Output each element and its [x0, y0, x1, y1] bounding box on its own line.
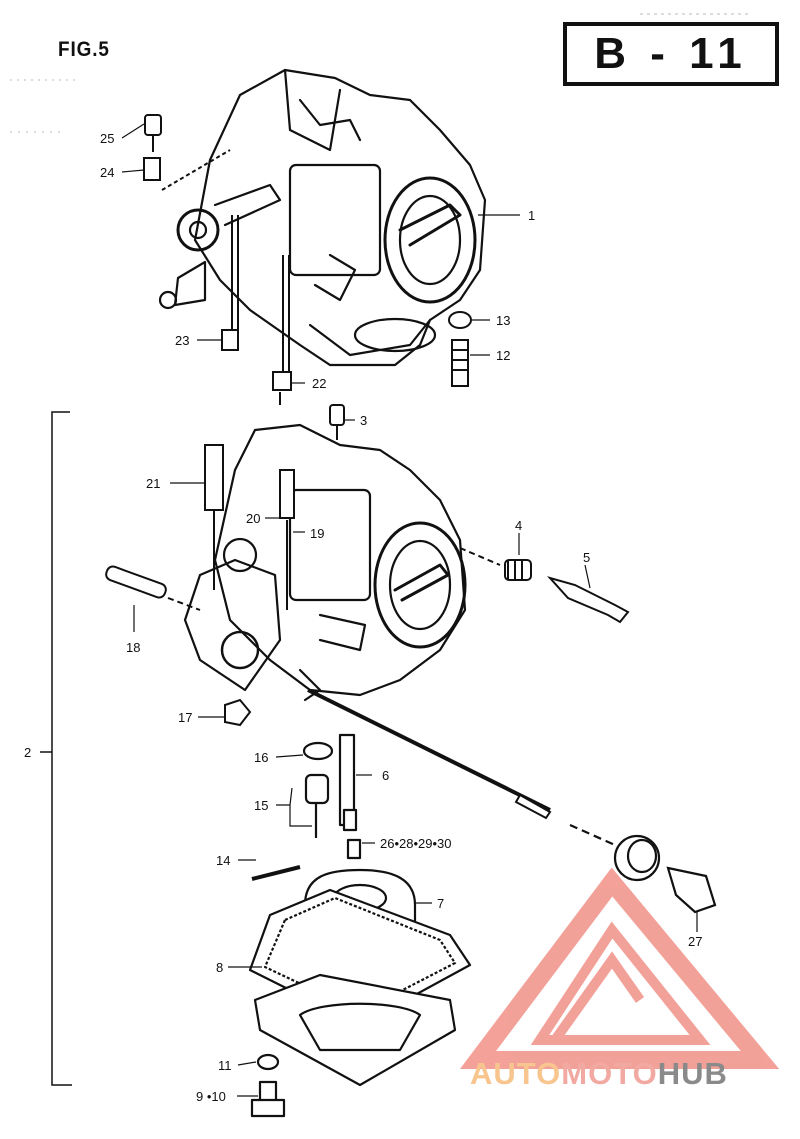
callout-24: 24 — [100, 165, 114, 180]
carburetor-lower-assembly — [183, 423, 467, 702]
assembly-bracket — [40, 411, 72, 1086]
callout-11: 11 — [218, 1058, 232, 1073]
figure-label: FIG.5 — [58, 38, 110, 61]
callout-19: 19 — [310, 526, 324, 541]
callout-25: 25 — [100, 131, 114, 146]
callout-6: 6 — [382, 768, 389, 783]
scan-marks — [10, 13, 750, 133]
watermark-part-auto: AUTO — [470, 1056, 562, 1091]
callout-7: 7 — [437, 896, 444, 911]
callout-22: 22 — [312, 376, 326, 391]
leader-lines-lower — [133, 419, 698, 1097]
float-bowl-group — [248, 733, 472, 1118]
callout-20: 20 — [246, 511, 260, 526]
callout-1: 1 — [528, 208, 535, 223]
callout-18: 18 — [126, 640, 140, 655]
callout-21: 21 — [146, 476, 160, 491]
callout-15: 15 — [254, 798, 268, 813]
callout-3: 3 — [360, 413, 367, 428]
callout-14: 14 — [216, 853, 230, 868]
diagram-code: B - 11 — [594, 29, 748, 78]
callout-labels: 1 13 12 25 24 23 22 3 21 20 19 4 5 18 17… — [24, 131, 702, 1104]
callout-5: 5 — [583, 550, 590, 565]
top-hardware — [143, 114, 472, 405]
lower-hardware — [105, 404, 630, 820]
callout-26-28-29-30: 26•28•29•30 — [380, 836, 452, 851]
callout-4: 4 — [515, 518, 522, 533]
leader-lines-top — [121, 123, 520, 384]
callout-12: 12 — [496, 348, 510, 363]
watermark-text: AUTOMOTOHUB — [470, 1056, 728, 1092]
callout-23: 23 — [175, 333, 189, 348]
callout-16: 16 — [254, 750, 268, 765]
watermark-part-hub: HUB — [657, 1056, 728, 1091]
callout-13: 13 — [496, 313, 510, 328]
grommet-and-cap — [569, 823, 717, 914]
callout-27: 27 — [688, 934, 702, 949]
assembly-label-2: 2 — [24, 745, 31, 760]
diagram-code-box: B - 11 — [563, 22, 779, 86]
watermark-part-moto: MOTO — [561, 1056, 658, 1091]
watermark-logo-icon — [459, 867, 780, 1069]
callout-17: 17 — [178, 710, 192, 725]
carburetor-top-assembly — [158, 68, 487, 367]
callout-9-10: 9 •10 — [196, 1089, 226, 1104]
callout-8: 8 — [216, 960, 223, 975]
